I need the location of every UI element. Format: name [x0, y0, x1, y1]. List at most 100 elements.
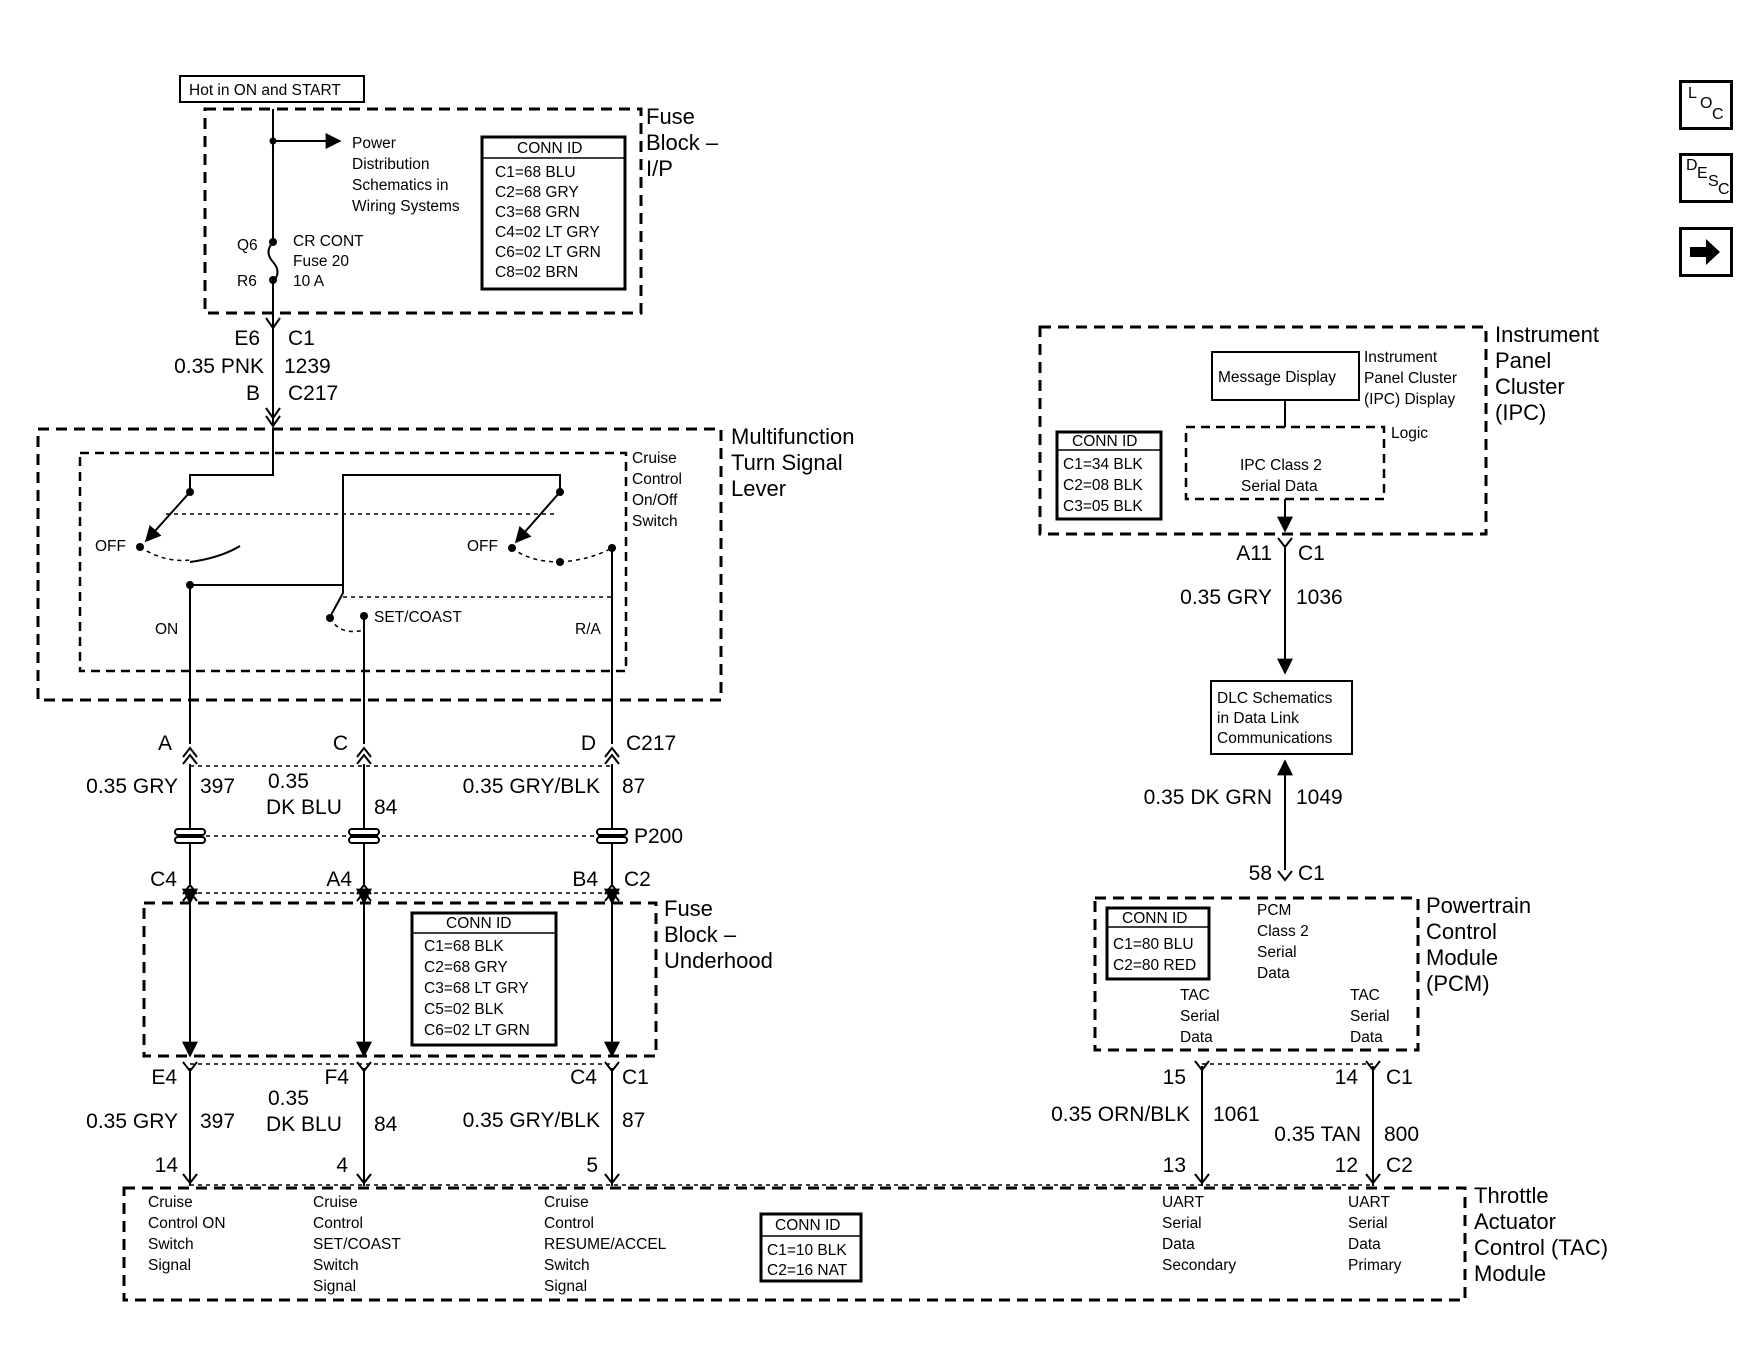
- conn-id-underhood-row: C3=68 LT GRY: [424, 980, 529, 997]
- ipc-serial-1: IPC Class 2: [1240, 457, 1322, 474]
- sig-res-2: Control: [544, 1215, 594, 1232]
- conn-id-ip-header: CONN ID: [517, 140, 582, 157]
- pcm-tac-right-2: Serial: [1350, 1008, 1390, 1025]
- pcm-tac-left-1: TAC: [1180, 987, 1210, 1004]
- pcm-pin-15: 15: [1163, 1066, 1186, 1089]
- underhood-title-3: Underhood: [664, 948, 773, 973]
- sig-set-5: Signal: [313, 1278, 356, 1295]
- upper-wires: 0.35 GRY 397 0.35 DK BLU 84 0.35 GRY/BLK…: [86, 764, 683, 884]
- message-display: Message Display: [1218, 369, 1336, 386]
- conn-id-tac-row: C2=16 NAT: [767, 1262, 848, 1279]
- conn-id-tac: CONN ID C1=10 BLK C2=16 NAT: [759, 1212, 863, 1283]
- multifunction-lever: Multifunction Turn Signal Lever Cruise C…: [36, 424, 855, 744]
- conn-id-underhood: CONN ID C1=68 BLK C2=68 GRY C3=68 LT GRY…: [410, 911, 558, 1047]
- pcm-title-4: (PCM): [1426, 971, 1490, 996]
- sig-on-4: Signal: [148, 1257, 191, 1274]
- ipc-logic-label: Logic: [1391, 425, 1428, 442]
- uart-secondary-3: Data: [1162, 1236, 1195, 1253]
- off-right-label: OFF: [467, 538, 498, 555]
- ipc-title-2: Panel: [1495, 348, 1551, 373]
- fuse-line-2: Fuse 20: [293, 253, 349, 270]
- conn-id-pcm: CONN ID C1=80 BLU C2=80 RED: [1105, 906, 1211, 981]
- tac-pin-12: 12: [1335, 1154, 1358, 1177]
- tac-title-3: Control (TAC): [1474, 1235, 1608, 1260]
- on-label: ON: [155, 621, 178, 638]
- multifunction-title-1: Multifunction: [731, 424, 855, 449]
- conn-id-tac-header: CONN ID: [775, 1217, 840, 1234]
- power-ref-1: Power: [352, 135, 396, 152]
- ipc-module: Instrument Panel Cluster (IPC) Message D…: [1038, 322, 1599, 536]
- wire-1239-conn: C1: [288, 327, 315, 350]
- power-ref-2: Distribution: [352, 156, 430, 173]
- conn-id-underhood-row: C6=02 LT GRN: [424, 1022, 530, 1039]
- wire-1049: 0.35 DK GRN 1049 58 C1: [1144, 759, 1343, 885]
- uart-secondary-1: UART: [1162, 1194, 1204, 1211]
- c217-pin-c: C: [333, 732, 348, 755]
- pcm-class2-4: Data: [1257, 965, 1290, 982]
- underhood-title-2: Block –: [664, 922, 737, 947]
- switch-label-1: Cruise: [632, 450, 677, 467]
- uart-primary-1: UART: [1348, 1194, 1390, 1211]
- ipc-conn: C1: [1298, 542, 1325, 565]
- fuse-pin-in: Q6: [237, 237, 258, 254]
- tac-conn-c2: C2: [1386, 1154, 1413, 1177]
- pcm-tac-conn-c1: C1: [1386, 1066, 1413, 1089]
- underhood-title-1: Fuse: [664, 896, 713, 921]
- upper-84-gauge-top: 0.35: [268, 770, 309, 793]
- ipc-serial-2: Serial Data: [1241, 478, 1318, 495]
- conn-id-tac-row: C1=10 BLK: [767, 1242, 847, 1259]
- conn-id-ipc-row: C2=08 BLK: [1063, 477, 1143, 494]
- tac-pin-14: 14: [155, 1154, 179, 1177]
- upper-84-gauge-bottom: DK BLU: [266, 796, 342, 819]
- desc-d: D: [1686, 157, 1698, 174]
- pcm-tac-right-3: Data: [1350, 1029, 1383, 1046]
- c217-pin-a: A: [158, 732, 172, 755]
- hot-label-text: Hot in ON and START: [189, 82, 341, 99]
- hot-label: Hot in ON and START: [179, 75, 365, 103]
- conn-id-ipc: CONN ID C1=34 BLK C2=08 BLK C3=05 BLK: [1055, 430, 1163, 521]
- pcm-pin-14: 14: [1335, 1066, 1359, 1089]
- conn-id-pcm-header: CONN ID: [1122, 910, 1187, 927]
- fuse-pin-out: R6: [237, 273, 257, 290]
- upper-87-gauge: 0.35 GRY/BLK: [463, 775, 600, 798]
- upper-84-circuit: 84: [374, 796, 398, 819]
- loc-button[interactable]: L O C: [1679, 80, 1733, 130]
- loc-c: C: [1712, 106, 1724, 123]
- fuse-block-ip-title-1: Fuse: [646, 104, 695, 129]
- off-left-label: OFF: [95, 538, 126, 555]
- wire-1239: E6 C1 0.35 PNK 1239 B C217: [174, 313, 338, 428]
- pcm-title-2: Control: [1426, 919, 1497, 944]
- sig-set-4: Switch: [313, 1257, 359, 1274]
- uart-primary-3: Data: [1348, 1236, 1381, 1253]
- splice-p200: P200: [174, 825, 683, 848]
- desc-button[interactable]: D E S C: [1679, 153, 1733, 203]
- wire-800-gauge: 0.35 TAN: [1274, 1123, 1361, 1146]
- lower-397-gauge: 0.35 GRY: [86, 1110, 178, 1133]
- conn-id-ip-row: C8=02 BRN: [495, 264, 578, 281]
- dlc-line-3: Communications: [1217, 730, 1333, 747]
- sig-res-1: Cruise: [544, 1194, 589, 1211]
- c2-pin-a4: A4: [326, 868, 352, 891]
- fuse-block-ip: Fuse Block – I/P Power Distribution Sche…: [203, 104, 719, 315]
- fuse-block-underhood: Fuse Block – Underhood CONN ID C1=68 BLK…: [142, 888, 773, 1058]
- pcm-tac-left-2: Serial: [1180, 1008, 1220, 1025]
- switch-label-3: On/Off: [632, 492, 678, 509]
- uart-secondary-4: Secondary: [1162, 1257, 1236, 1274]
- pcm-class2-2: Class 2: [1257, 923, 1309, 940]
- wire-1239-pin-lower: B: [246, 382, 260, 405]
- sig-on-3: Switch: [148, 1236, 194, 1253]
- pcm-class2-3: Serial: [1257, 944, 1297, 961]
- c217-conn: C217: [626, 732, 676, 755]
- splice-label: P200: [634, 825, 683, 848]
- uart-secondary-2: Serial: [1162, 1215, 1202, 1232]
- pcm-c1: C1: [1298, 862, 1325, 885]
- dlc-line-2: in Data Link: [1217, 710, 1299, 727]
- sig-set-2: Control: [313, 1215, 363, 1232]
- pcm-pin-58: 58: [1249, 862, 1272, 885]
- pcm-title-1: Powertrain: [1426, 893, 1531, 918]
- next-button[interactable]: [1679, 227, 1733, 277]
- ipc-display-label-2: Panel Cluster: [1364, 370, 1457, 387]
- fuse-line-1: CR CONT: [293, 233, 364, 250]
- lower-wires: 0.35 GRY 397 0.35 DK BLU 84 0.35 GRY/BLK…: [86, 1068, 645, 1186]
